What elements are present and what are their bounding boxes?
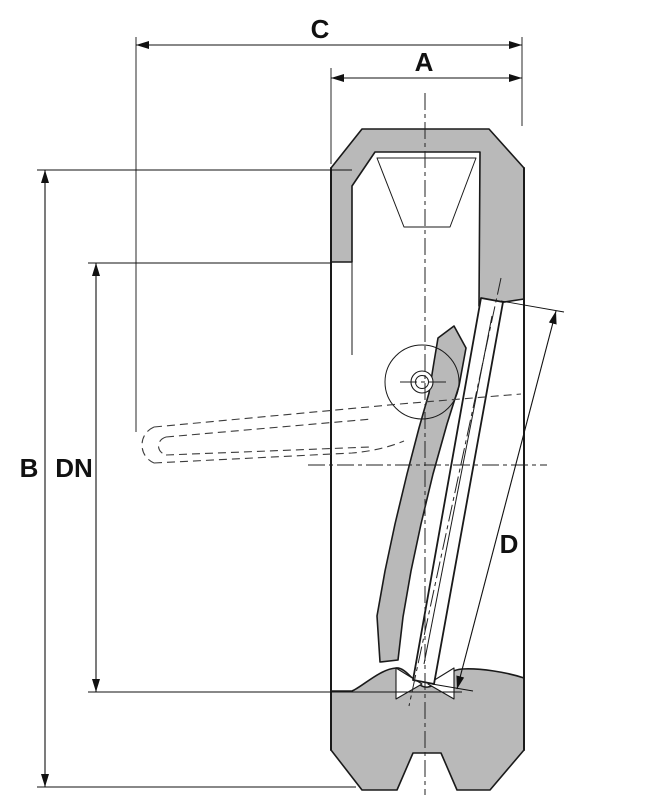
open-disc-inner-bottom [165, 446, 371, 456]
dimension-a: A [330, 47, 522, 164]
dimension-dn: DN [55, 262, 462, 693]
open-disc-top-edge [153, 403, 401, 428]
seat-bowtie-left [395, 667, 423, 700]
disc-hub-rib-section [376, 325, 467, 663]
dimension-b: B [20, 169, 356, 788]
dimension-c: C [135, 14, 523, 432]
dim-d-ext-bottom [431, 683, 474, 692]
dimension-d: D [431, 300, 565, 692]
dim-c-label: C [311, 14, 330, 44]
open-disc-inner-cap [157, 436, 167, 456]
phantom-open-disc [141, 393, 522, 464]
open-disc-bottom-edge [153, 440, 405, 464]
seat-bowtie-right [427, 667, 455, 700]
dim-a-label: A [415, 47, 434, 77]
seat-bowtie [395, 667, 455, 700]
open-disc-left-cap [141, 426, 155, 464]
dim-b-label: B [20, 453, 39, 483]
dim-d-line [456, 310, 557, 690]
dim-dn-label: DN [55, 453, 93, 483]
open-disc-inner-top [165, 418, 373, 438]
dim-d-label: D [500, 529, 519, 559]
valve-body-section [330, 128, 525, 791]
open-disc-far-edge [399, 393, 522, 405]
dim-d-ext-top [500, 300, 565, 313]
port-back-trapezoid [376, 157, 477, 228]
